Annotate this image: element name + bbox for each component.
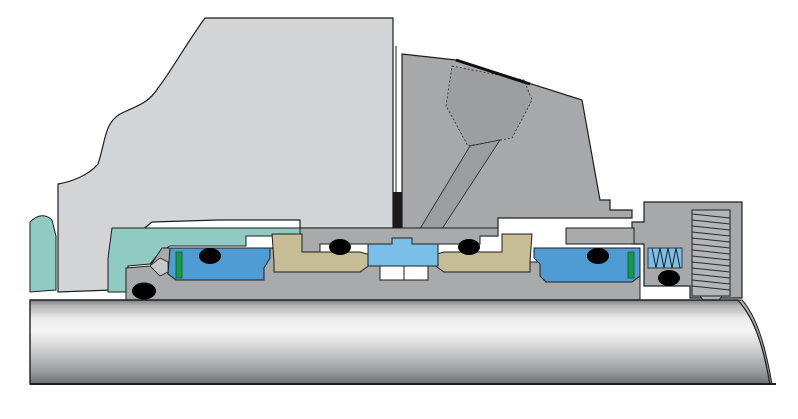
flush-port [445,65,533,147]
seal-holder-left [167,247,271,281]
pump-casing [57,17,394,293]
o-rings [132,239,680,300]
seal-holder-left-tip [149,257,169,277]
o-ring [587,248,609,264]
teal-insert-left [29,215,57,293]
o-ring [458,239,480,255]
set-screw [691,209,731,305]
o-ring [329,239,351,255]
shaft [29,299,771,385]
spring-right [627,251,635,279]
seal-holder-right [533,247,641,283]
o-ring [199,248,221,264]
collar-step [565,227,635,245]
casing-gasket [393,192,402,232]
gland-top-edge [455,58,531,86]
o-ring [658,270,680,286]
spring-left [175,251,183,279]
retaining-spring [647,247,683,269]
o-ring [132,282,156,300]
